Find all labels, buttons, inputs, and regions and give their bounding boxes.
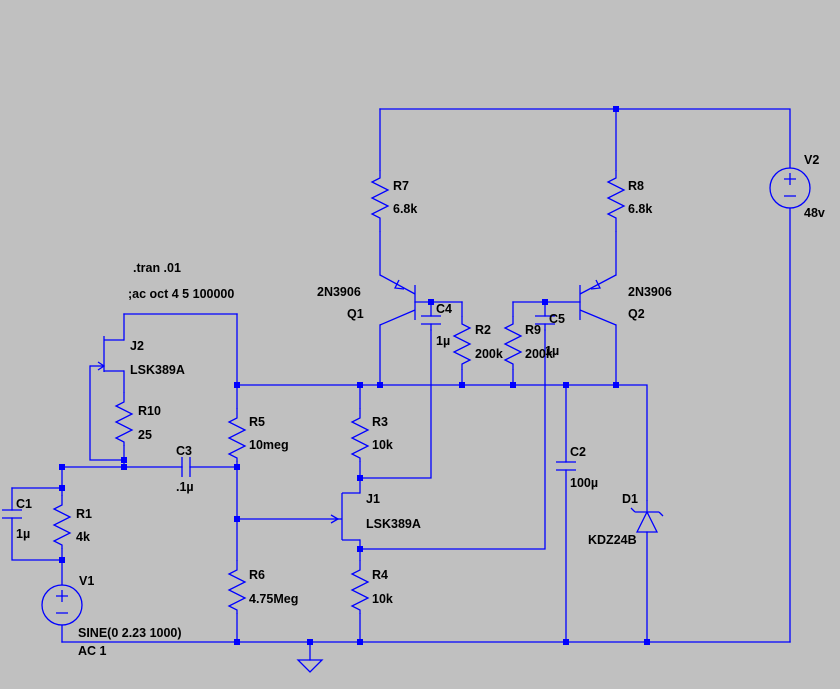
label-r10-ref: R10 (138, 404, 161, 418)
label-c3-ref: C3 (176, 444, 192, 458)
label-c5-value: 1µ (545, 344, 559, 358)
label-r2-value: 200k (475, 347, 503, 361)
capacitor-c2 (556, 461, 576, 471)
directive-tran: .tran .01 (133, 261, 181, 275)
label-r4-value: 10k (372, 592, 393, 606)
label-c4-value: 1µ (436, 334, 450, 348)
label-r4-ref: R4 (372, 568, 388, 582)
label-v1-ac: AC 1 (78, 644, 107, 658)
transistor-q1 (379, 274, 416, 326)
label-d1-ref: D1 (622, 492, 638, 506)
jfet-j1 (330, 492, 360, 541)
label-c1-ref: C1 (16, 497, 32, 511)
label-r1-ref: R1 (76, 507, 92, 521)
resistor-r10 (114, 392, 134, 446)
label-j1-model: LSK389A (366, 517, 421, 531)
capacitor-c1 (2, 509, 22, 519)
label-r5-ref: R5 (249, 415, 265, 429)
label-r3-value: 10k (372, 438, 393, 452)
label-j2-model: LSK389A (130, 363, 185, 377)
label-q1-ref: Q1 (347, 307, 364, 321)
label-c1-value: 1µ (16, 527, 30, 541)
resistor-r4 (350, 560, 370, 614)
label-r3-ref: R3 (372, 415, 388, 429)
label-r1-value: 4k (76, 530, 90, 544)
label-c3-value: .1µ (176, 480, 194, 494)
capacitor-c4 (421, 315, 441, 325)
resistor-r5 (227, 408, 247, 462)
ground-symbol (296, 659, 324, 673)
resistor-r1 (52, 495, 72, 549)
label-q1-model: 2N3906 (317, 285, 361, 299)
label-c2-ref: C2 (570, 445, 586, 459)
label-r6-ref: R6 (249, 568, 265, 582)
label-v1-value: SINE(0 2.23 1000) (78, 626, 182, 640)
label-c2-value: 100µ (570, 476, 598, 490)
directive-ac: ;ac oct 4 5 100000 (128, 287, 234, 301)
label-r7-ref: R7 (393, 179, 409, 193)
resistor-r8 (606, 170, 626, 232)
capacitor-c3 (181, 457, 191, 477)
label-j2-ref: J2 (130, 339, 144, 353)
resistor-r6 (227, 560, 247, 614)
label-j1-ref: J1 (366, 492, 380, 506)
resistor-r3 (350, 408, 370, 462)
transistor-q2 (579, 274, 617, 326)
zener-diode-d1 (630, 500, 664, 533)
resistor-r7 (370, 170, 390, 232)
voltage-source-v1 (41, 584, 83, 626)
label-r9-value: 200k (525, 347, 553, 361)
label-q2-ref: Q2 (628, 307, 645, 321)
label-r5-value: 10meg (249, 438, 289, 452)
label-r9-ref: R9 (525, 323, 541, 337)
resistor-r9 (503, 316, 523, 370)
label-r6-value: 4.75Meg (249, 592, 298, 606)
label-q2-model: 2N3906 (628, 285, 672, 299)
label-v2-ref: V2 (804, 153, 819, 167)
label-v2-value: 48v (804, 206, 825, 220)
label-r8-value: 6.8k (628, 202, 652, 216)
junctions (59, 106, 650, 645)
label-v1-ref: V1 (79, 574, 94, 588)
label-r10-value: 25 (138, 428, 152, 442)
label-r2-ref: R2 (475, 323, 491, 337)
label-d1-model: KDZ24B (588, 533, 637, 547)
label-r8-ref: R8 (628, 179, 644, 193)
resistor-r2 (452, 316, 472, 370)
label-r7-value: 6.8k (393, 202, 417, 216)
label-c5-ref: C5 (549, 312, 565, 326)
jfet-j2 (90, 336, 124, 372)
label-c4-ref: C4 (436, 302, 452, 316)
wires (11, 108, 791, 661)
voltage-source-v2 (769, 167, 811, 209)
